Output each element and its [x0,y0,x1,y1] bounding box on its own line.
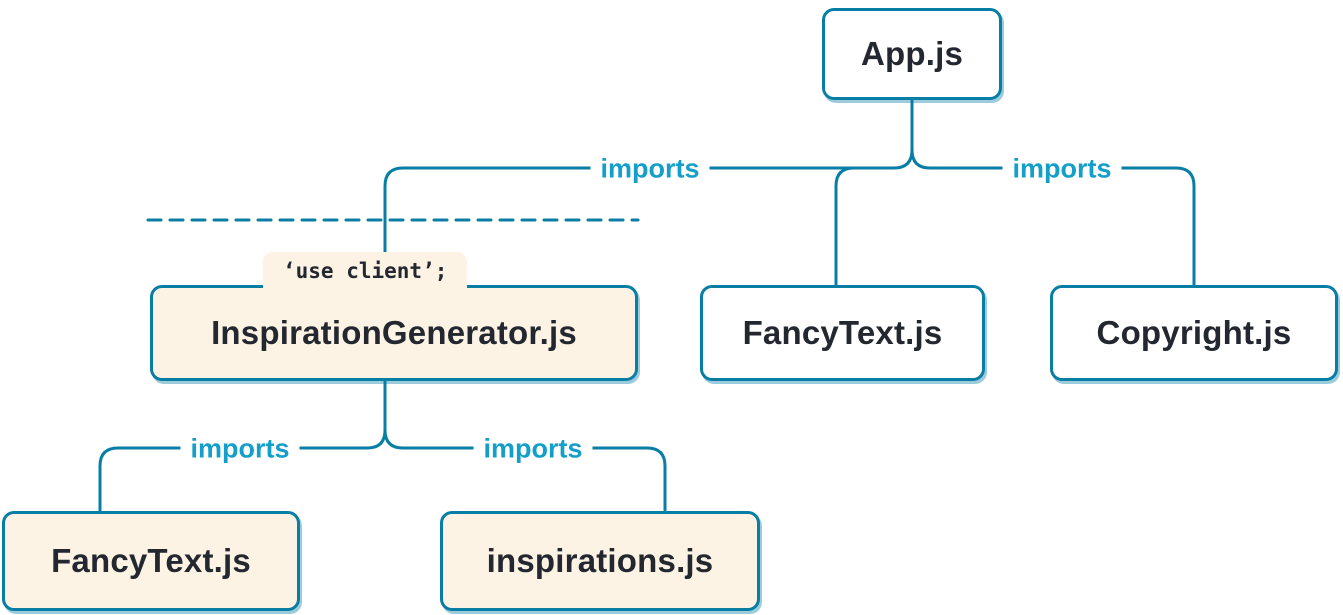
node-app-js-label: App.js [860,35,964,72]
edge-app-fancy-text [834,166,856,287]
node-fancy-text-js-bottom-label: FancyText.js [51,542,251,579]
edge-app-copyright [910,98,1196,287]
node-copyright-js: Copyright.js [1050,285,1338,381]
edge-label-imports: imports [180,433,300,465]
edge-label-imports: imports [590,153,710,185]
node-inspirations-js-label: inspirations.js [486,542,714,579]
node-inspiration-generator-js-label: InspirationGenerator.js [211,314,577,351]
node-fancy-text-js-bottom: FancyText.js [2,511,300,611]
node-inspirations-js: inspirations.js [440,511,760,611]
edge-label-imports: imports [473,433,593,465]
edge-label-imports: imports [1002,153,1122,185]
node-fancy-text-js-top: FancyText.js [700,285,985,381]
use-client-directive-badge: ‘use client’; [263,252,468,289]
node-inspiration-generator-js: InspirationGenerator.js [150,285,638,381]
node-fancy-text-js-top-label: FancyText.js [742,314,943,351]
edge-ig-inspirations [383,428,667,513]
use-client-directive-text: ‘use client’; [283,258,448,283]
node-app-js: App.js [822,8,1002,100]
node-copyright-js-label: Copyright.js [1096,314,1292,351]
